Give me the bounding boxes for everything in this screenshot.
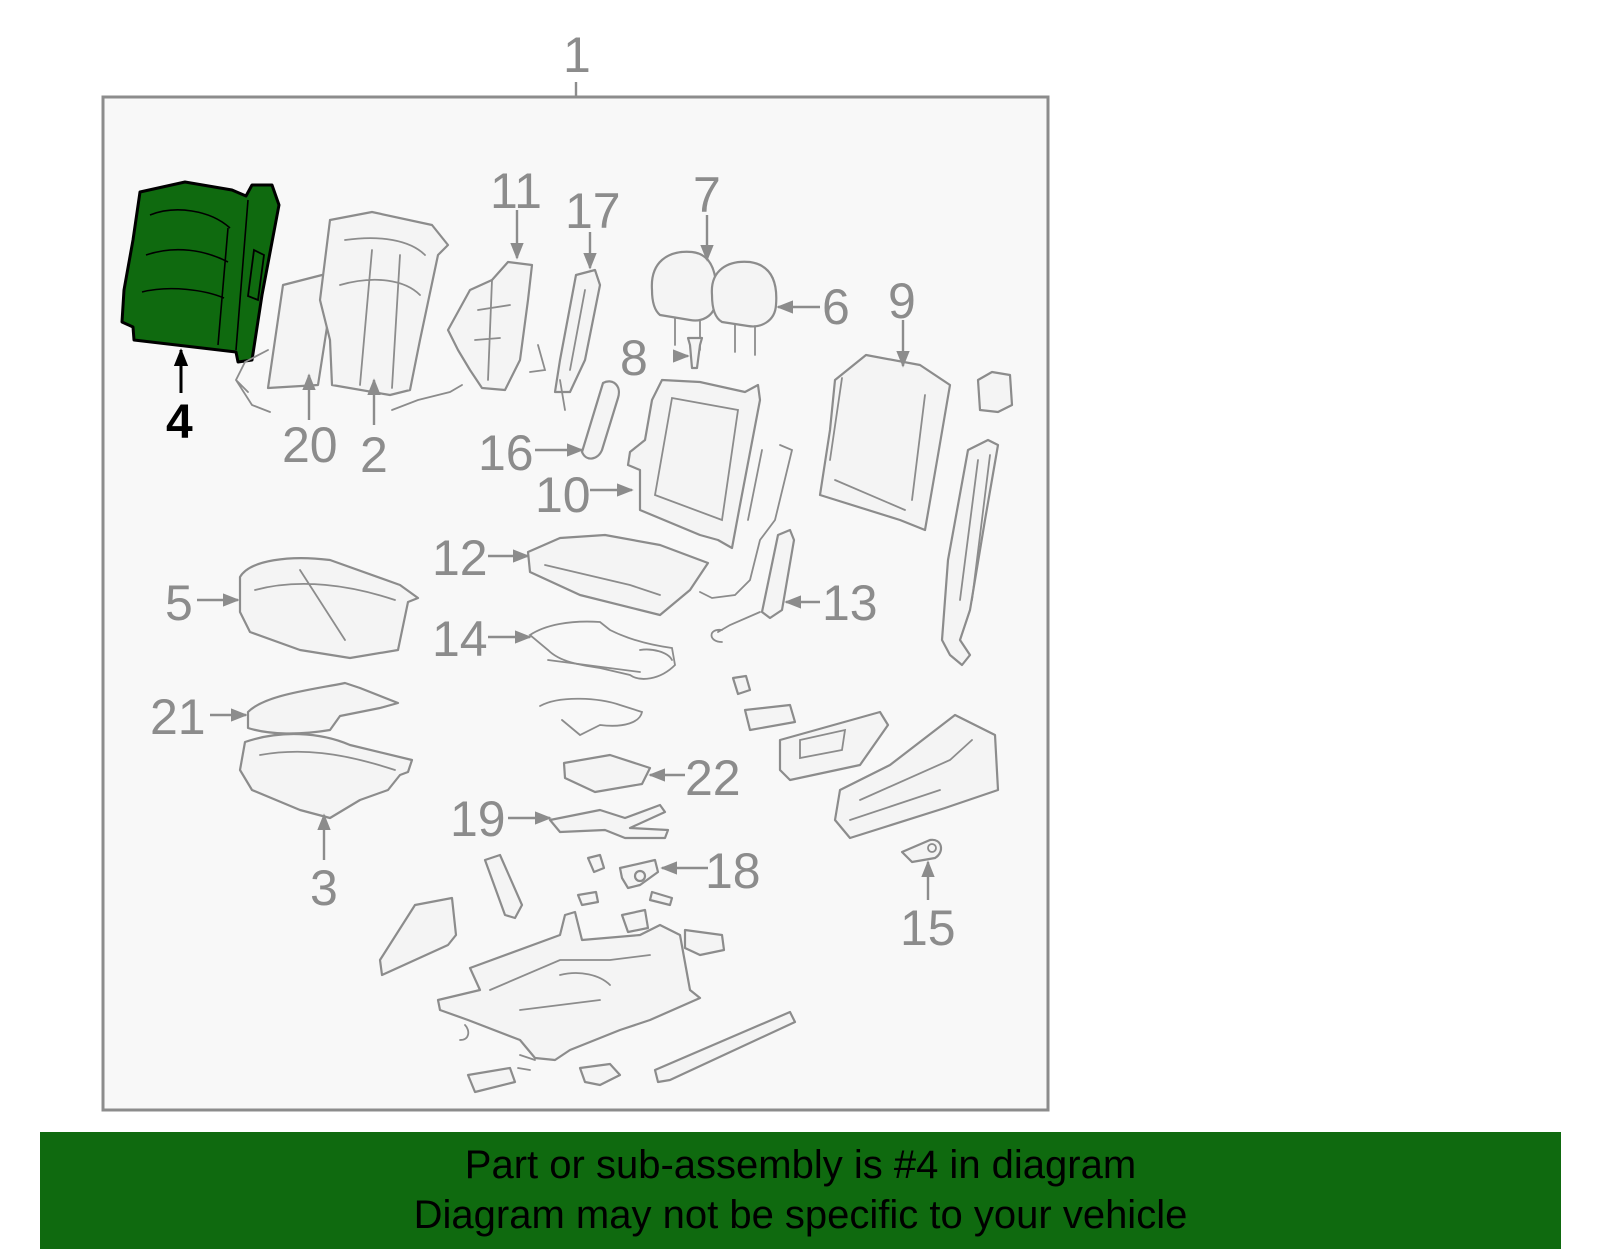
callout-22[interactable]: 22 [685, 750, 741, 806]
callout-13[interactable]: 13 [822, 575, 878, 631]
callout-21[interactable]: 21 [150, 689, 206, 745]
seat-parts-diagram: 1 4 20 2 11 17 7 [101, 27, 1050, 1112]
part-11-bracket[interactable] [446, 260, 547, 392]
callout-8[interactable]: 8 [620, 330, 648, 386]
part-headrest-guide-cover [976, 370, 1014, 414]
part-22-control-module[interactable] [562, 753, 652, 794]
part-19-mounting-bracket[interactable] [548, 803, 670, 840]
callout-14[interactable]: 14 [432, 611, 488, 667]
notice-banner: Part or sub-assembly is #4 in diagram Di… [40, 1132, 1561, 1249]
part-20-pad[interactable] [234, 273, 336, 413]
part-misc-connectors [459, 1024, 536, 1071]
part-14-wire-harness[interactable] [528, 620, 676, 680]
callout-11[interactable]: 11 [490, 163, 542, 219]
notice-line-1: Part or sub-assembly is #4 in diagram [464, 1143, 1137, 1187]
part-seat-switch-set [731, 674, 890, 782]
callout-5[interactable]: 5 [165, 575, 193, 631]
callout-16[interactable]: 16 [478, 425, 534, 481]
part-12-cushion-frame[interactable] [526, 533, 710, 617]
part-15-knob[interactable] [900, 838, 943, 864]
callout-4[interactable]: 4 [166, 396, 193, 449]
callout-20[interactable]: 20 [282, 417, 338, 473]
callout-7[interactable]: 7 [693, 167, 721, 223]
callout-18[interactable]: 18 [705, 843, 761, 899]
part-lower-harness [539, 697, 644, 737]
part-9-back-panel[interactable] [818, 353, 952, 532]
callout-9[interactable]: 9 [888, 273, 916, 329]
part-6-headrest[interactable] [710, 260, 778, 356]
callout-3[interactable]: 3 [310, 860, 338, 916]
part-10-seat-back-frame[interactable] [626, 378, 794, 599]
callout-10[interactable]: 10 [535, 467, 591, 523]
part-17-strip[interactable] [553, 268, 602, 411]
part-18-fasteners[interactable] [586, 853, 674, 907]
part-21-heater-pad[interactable] [246, 681, 400, 735]
callout-2[interactable]: 2 [360, 427, 388, 483]
part-13-bracket[interactable] [710, 528, 796, 643]
part-side-trim-panel [940, 438, 1000, 667]
callout-17[interactable]: 17 [565, 183, 621, 239]
part-8-guide[interactable] [686, 336, 704, 370]
part-4-seat-back-panel[interactable] [120, 180, 281, 364]
part-side-shield [833, 713, 1000, 840]
notice-line-2: Diagram may not be specific to your vehi… [413, 1193, 1188, 1237]
part-16-trim[interactable] [580, 380, 620, 460]
part-2-seat-back-cover[interactable] [318, 210, 463, 411]
callout-12[interactable]: 12 [432, 530, 488, 586]
part-5-cushion-cover[interactable] [238, 557, 420, 660]
callout-15[interactable]: 15 [900, 900, 956, 956]
callout-1[interactable]: 1 [563, 27, 591, 83]
part-seat-track-base [378, 853, 797, 1094]
callout-19[interactable]: 19 [450, 791, 506, 847]
callout-6[interactable]: 6 [822, 279, 850, 335]
